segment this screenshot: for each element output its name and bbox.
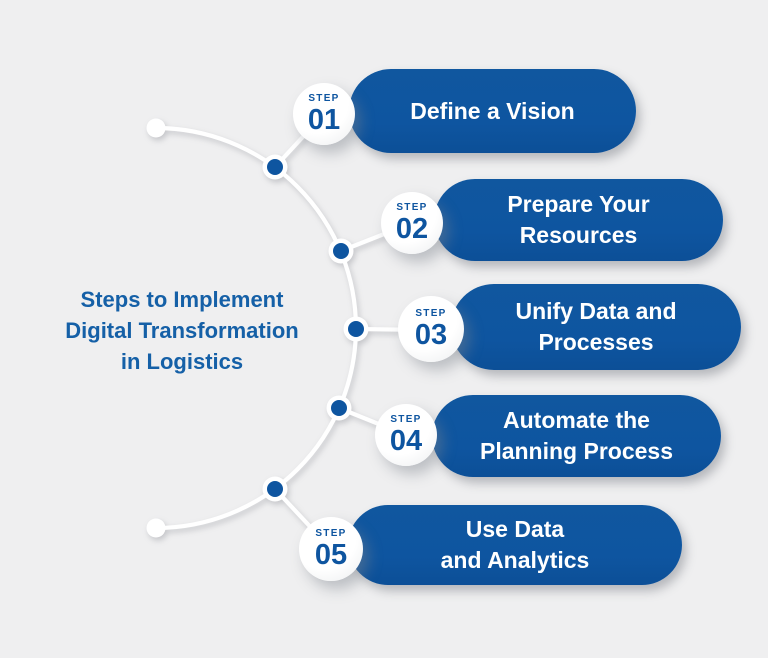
connector-dot-4 [326, 395, 352, 421]
infographic-title: Steps to Implement Digital Transformatio… [22, 284, 342, 378]
step-badge-label: STEP [308, 92, 340, 104]
step-badge-1: STEP 01 [293, 83, 355, 145]
step-badge-number: 05 [314, 538, 348, 571]
step-pill-1: Define a Vision [349, 69, 636, 153]
step-pill-text: Automate the [503, 407, 650, 434]
step-badge-number: 03 [414, 318, 448, 351]
connector-dot-3 [343, 316, 369, 342]
step-badge-label: STEP [415, 307, 447, 319]
arc-endpoint-top [146, 118, 166, 138]
step-pill-text: Unify Data and [515, 298, 677, 325]
step-pill-3: Unify Data and Processes [451, 284, 741, 370]
step-pill-text: Use Data [465, 516, 565, 543]
step-badge-label: STEP [396, 201, 428, 213]
title-line: Steps to Implement [80, 287, 284, 312]
step-badge-4: STEP 04 [375, 404, 437, 466]
step-badge-label: STEP [315, 527, 347, 539]
connector-dot-2 [328, 238, 354, 264]
step-pill-text: Resources [519, 222, 638, 248]
step-badge-5: STEP 05 [299, 517, 363, 581]
step-pill-4: Automate the Planning Process [432, 395, 721, 477]
step-pill-2: Prepare Your Resources [434, 179, 723, 261]
step-badge-number: 02 [395, 212, 429, 245]
connector-dot-5 [262, 476, 288, 502]
connector-dot-1 [262, 154, 288, 180]
step-pill-text: Planning Process [479, 438, 673, 464]
step-pill-text: Processes [538, 329, 654, 355]
step-badge-number: 04 [389, 424, 423, 457]
step-pill-text: and Analytics [440, 547, 590, 573]
title-line: Digital Transformation [65, 318, 299, 344]
step-pill-text: Prepare Your [507, 191, 650, 218]
step-badge-label: STEP [390, 413, 422, 425]
step-badge-2: STEP 02 [381, 192, 443, 254]
step-pill-5: Use Data and Analytics [348, 505, 682, 585]
step-pill-text: Define a Vision [410, 97, 575, 124]
title-line: in Logistics [120, 349, 244, 375]
step-badge-number: 01 [307, 103, 341, 136]
arc-endpoint-bottom [146, 518, 166, 538]
step-badge-3: STEP 03 [398, 296, 464, 362]
